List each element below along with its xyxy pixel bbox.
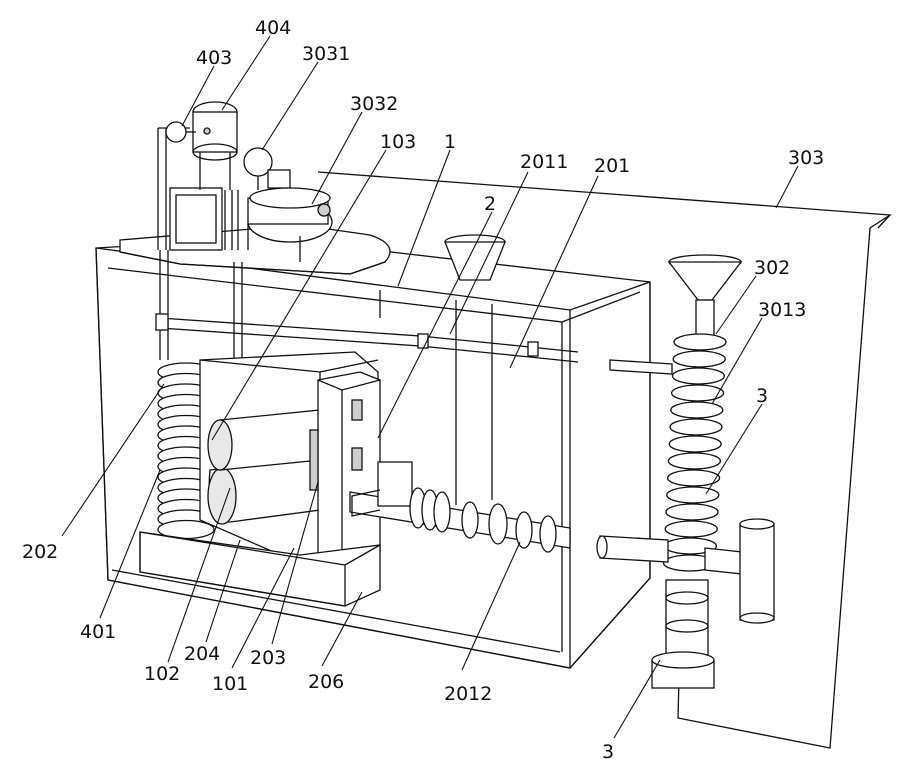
side-pipe-left <box>597 536 668 562</box>
label-302: 302 <box>754 257 790 279</box>
bellows-ring <box>667 487 719 503</box>
label-202: 202 <box>22 541 58 563</box>
bellows-ring <box>668 470 720 486</box>
label-203: 203 <box>250 647 286 669</box>
vessel-404 <box>193 102 237 190</box>
label-103: 103 <box>380 131 416 153</box>
side-pipe-right <box>705 519 774 623</box>
label-3013: 3013 <box>758 299 806 321</box>
bellows-ring <box>672 385 724 401</box>
label-1: 1 <box>444 131 456 153</box>
gauge-3031 <box>244 148 290 190</box>
label-3-bottom: 3 <box>602 741 614 763</box>
label-2012: 2012 <box>444 683 492 705</box>
label-2: 2 <box>484 193 496 215</box>
label-204: 204 <box>184 643 220 665</box>
label-303: 303 <box>788 147 824 169</box>
control-box-101 <box>310 372 380 566</box>
label-2011: 2011 <box>520 151 568 173</box>
lower-column-3 <box>652 580 714 688</box>
label-102: 102 <box>144 663 180 685</box>
label-3031: 3031 <box>302 43 350 65</box>
label-101: 101 <box>212 673 248 695</box>
bellows-ring <box>670 419 722 435</box>
label-401: 401 <box>80 621 116 643</box>
valve-403 <box>166 122 196 142</box>
bellows-ring <box>674 334 726 350</box>
bellows-ring <box>665 521 717 537</box>
bellows-ring <box>672 368 724 384</box>
bellows-ring <box>671 402 723 418</box>
bellows-ring <box>666 504 718 520</box>
label-3032: 3032 <box>350 93 398 115</box>
bellows-ring <box>669 436 721 452</box>
label-201: 201 <box>594 155 630 177</box>
bellows-3013 <box>664 334 726 571</box>
bellows-ring <box>668 453 720 469</box>
label-404: 404 <box>255 17 291 39</box>
funnel-302 <box>669 255 741 338</box>
bellows-ring <box>673 351 725 367</box>
label-3-top: 3 <box>756 385 768 407</box>
label-403: 403 <box>196 47 232 69</box>
label-206: 206 <box>308 671 344 693</box>
